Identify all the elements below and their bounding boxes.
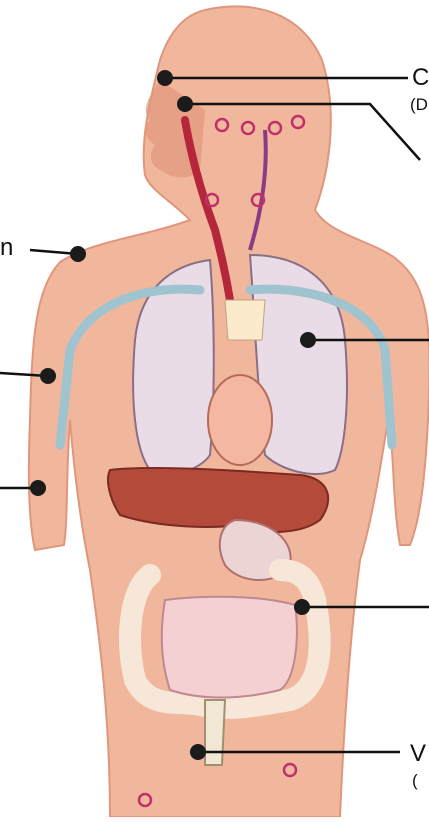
label-bottom-right-paren: ( <box>412 772 418 789</box>
label-top-right-paren: (D <box>410 96 428 113</box>
marker-dot <box>157 70 173 86</box>
heart <box>208 375 272 465</box>
marker-dot <box>177 96 193 112</box>
appendix <box>205 700 225 765</box>
marker-dot <box>30 480 46 496</box>
marker-dot <box>294 599 310 615</box>
label-top-right: C <box>412 66 429 90</box>
label-bottom-right: V <box>410 742 426 766</box>
marker-dot <box>40 368 56 384</box>
marker-dot <box>190 744 206 760</box>
label-upper-left: n <box>0 236 13 260</box>
small-intestine <box>162 597 297 698</box>
marker-dot <box>300 332 316 348</box>
thymus <box>225 300 265 340</box>
marker-dot <box>70 246 86 262</box>
